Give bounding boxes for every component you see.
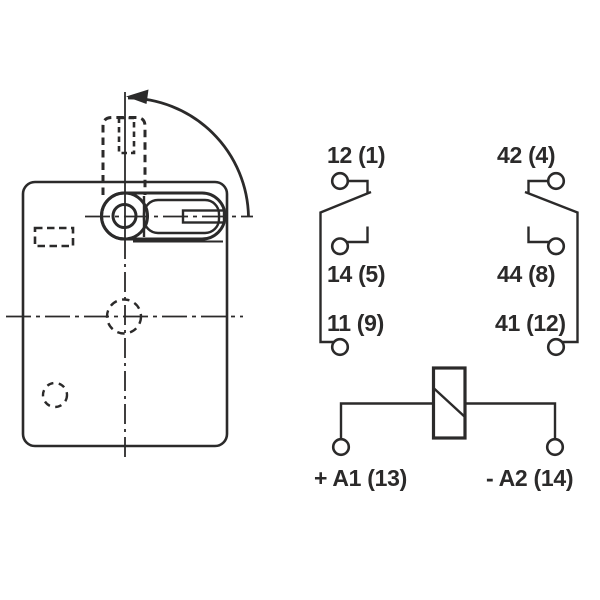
no-fixed-contact-right xyxy=(527,226,549,244)
coil-wire-right xyxy=(465,402,557,439)
coil-circuit xyxy=(331,366,565,457)
small-hole-hidden-circle xyxy=(41,381,69,409)
pole-right xyxy=(524,171,579,357)
terminal-42-circle xyxy=(546,171,566,191)
contact-schematic xyxy=(319,171,579,457)
terminal-label-42: 42 (4) xyxy=(497,142,556,168)
pole-left xyxy=(319,171,372,357)
contact-blade-right xyxy=(524,190,578,214)
limit-switch-drawing xyxy=(6,89,253,458)
rotation-arrow-icon xyxy=(126,89,149,104)
knockout-hidden-rect xyxy=(33,226,75,248)
terminal-a2-circle xyxy=(545,437,565,457)
terminal-label-14: 14 (5) xyxy=(327,261,386,287)
common-rail-right xyxy=(562,211,579,344)
terminal-41-circle xyxy=(546,337,566,357)
plunger-hidden-outline xyxy=(101,116,147,195)
terminal-label-a1: + A1 (13) xyxy=(314,465,407,491)
rotation-arc xyxy=(127,96,250,217)
terminal-12-circle xyxy=(330,171,350,191)
terminal-14-circle xyxy=(330,237,350,256)
terminal-44-circle xyxy=(546,237,566,256)
contact-blade-left xyxy=(320,190,372,214)
terminal-11-circle xyxy=(330,337,350,357)
common-rail-left xyxy=(319,211,334,344)
coil-diagonal xyxy=(432,387,466,418)
no-fixed-contact-left xyxy=(347,226,369,244)
terminal-label-11: 11 (9) xyxy=(327,310,385,336)
nc-fixed-contact-right xyxy=(527,179,548,194)
coil-wire-left xyxy=(339,402,434,439)
plunger-slot-hidden-outline xyxy=(117,116,136,155)
terminal-label-44: 44 (8) xyxy=(497,261,556,287)
terminal-label-12: 12 (1) xyxy=(327,142,386,168)
terminal-label-a2: - A2 (14) xyxy=(486,465,574,491)
nc-fixed-contact-left xyxy=(348,179,369,194)
terminal-label-41: 41 (12) xyxy=(495,310,566,336)
terminal-a1-circle xyxy=(331,437,351,457)
